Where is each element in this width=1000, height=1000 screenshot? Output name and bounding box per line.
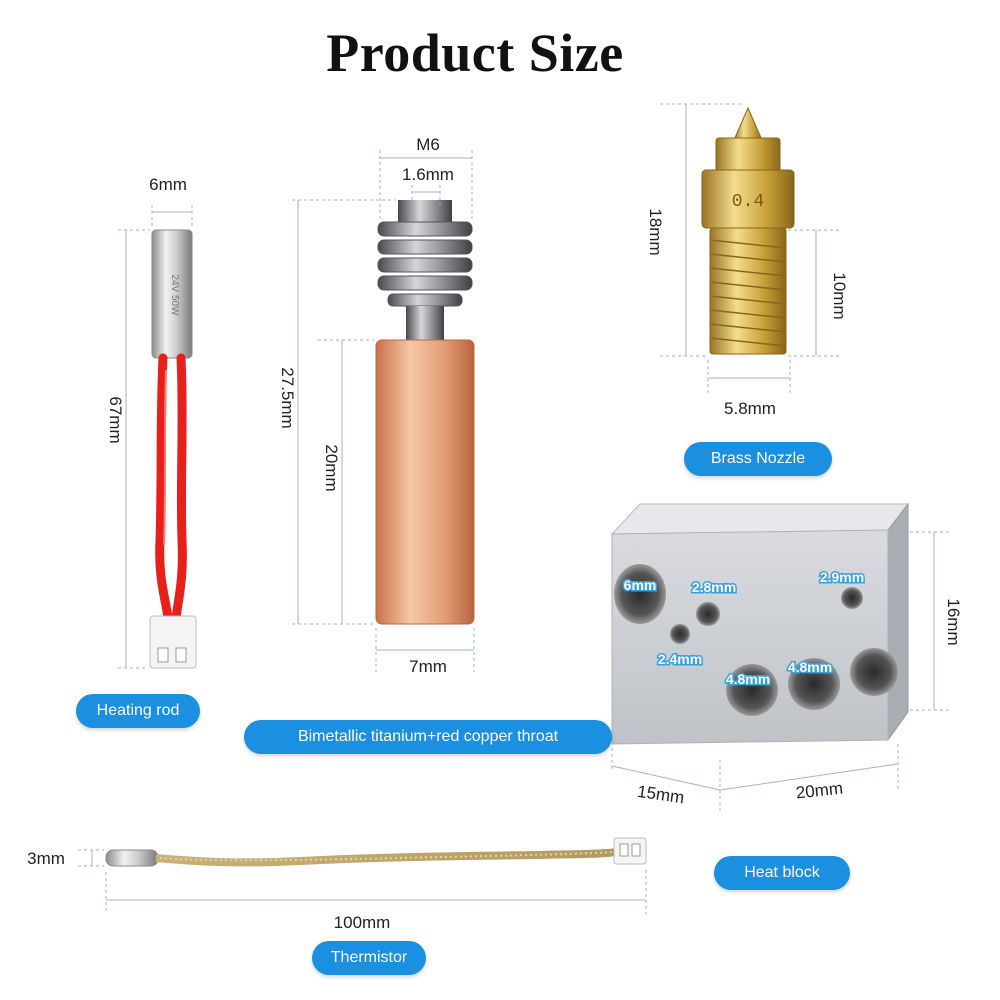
throat-label: Bimetallic titanium+red copper throat bbox=[244, 720, 612, 754]
throat-diameter-label: 7mm bbox=[409, 657, 447, 676]
throat-bore-label: 1.6mm bbox=[402, 165, 454, 184]
thermistor-label: Thermistor bbox=[312, 941, 426, 975]
hole-2-4mm bbox=[670, 624, 690, 644]
heat-block-depth-label: 15mm bbox=[636, 782, 685, 807]
brass-nozzle-label: Brass Nozzle bbox=[684, 442, 832, 476]
thermistor-diameter-label: 3mm bbox=[27, 849, 65, 868]
throat bbox=[375, 200, 475, 625]
hole-label-4: 4.8mm bbox=[726, 671, 770, 687]
hole-large bbox=[850, 648, 898, 696]
nozzle-dimensions bbox=[660, 103, 840, 396]
hole-4-8mm-right bbox=[788, 658, 840, 710]
throat-total-length-label: 27.5mm bbox=[278, 367, 297, 428]
throat-dimensions bbox=[292, 150, 475, 672]
heat-block bbox=[610, 502, 909, 745]
page-title: Product Size bbox=[326, 23, 624, 83]
hole-2-8mm bbox=[696, 602, 720, 626]
hole-label-0: 6mm bbox=[624, 577, 657, 593]
heating-rod-length-label: 67mm bbox=[106, 396, 125, 443]
nozzle-thread-length-label: 10mm bbox=[830, 272, 849, 319]
hole-label-3: 2.4mm bbox=[658, 651, 702, 667]
heat-block-height-label: 16mm bbox=[944, 598, 963, 645]
brass-nozzle: 0.4 bbox=[701, 106, 795, 355]
hole-label-1: 2.8mm bbox=[692, 579, 736, 595]
thermistor-dimensions bbox=[78, 849, 647, 914]
svg-text:24V 50W: 24V 50W bbox=[169, 274, 180, 316]
nozzle-length-label: 18mm bbox=[646, 208, 665, 255]
heating-rod-label: Heating rod bbox=[76, 694, 200, 728]
heat-block-width-label: 20mm bbox=[795, 779, 844, 803]
nozzle-marking: 0.4 bbox=[732, 192, 764, 212]
hole-4-8mm-left bbox=[726, 664, 778, 716]
hole-2-9mm bbox=[841, 587, 863, 609]
hole-label-2: 2.9mm bbox=[820, 569, 864, 585]
heating-rod-width-label: 6mm bbox=[149, 175, 187, 194]
throat-thread-label: M6 bbox=[416, 135, 440, 154]
nozzle-diameter-label: 5.8mm bbox=[724, 399, 776, 418]
heating-rod-dimensions bbox=[118, 205, 193, 669]
throat-copper-length-label: 20mm bbox=[322, 444, 341, 491]
thermistor bbox=[105, 837, 647, 867]
hole-label-5: 4.8mm bbox=[788, 659, 832, 675]
hole-6mm bbox=[614, 564, 666, 624]
heat-block-dimensions bbox=[611, 531, 950, 812]
heating-rod: 24V 50W bbox=[149, 229, 197, 669]
heat-block-label: Heat block bbox=[714, 856, 850, 890]
thermistor-length-label: 100mm bbox=[334, 913, 391, 932]
